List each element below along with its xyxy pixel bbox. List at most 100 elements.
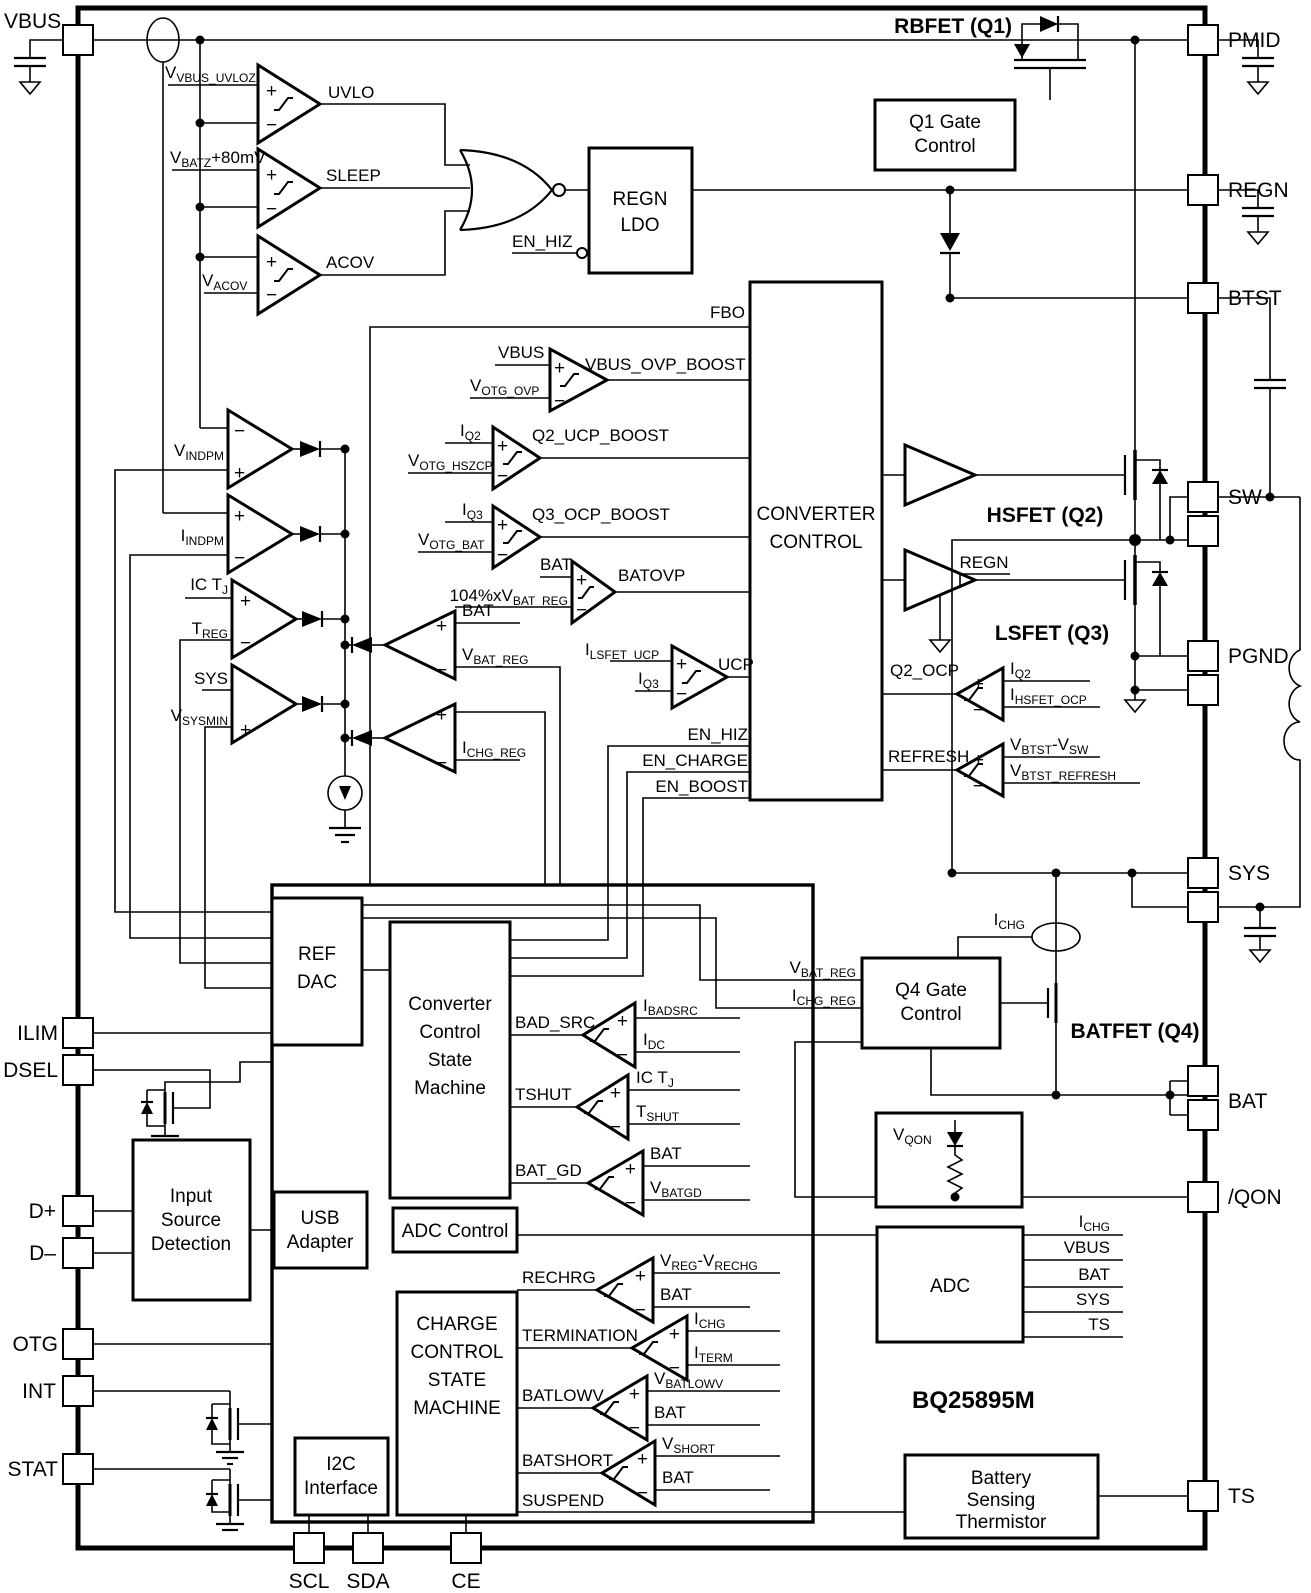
pin-ts: [1187, 1480, 1219, 1512]
svg-text:+: +: [617, 1011, 628, 1032]
v-batgd-label: VBATGD: [650, 1178, 702, 1200]
svg-text:−: −: [625, 1193, 636, 1214]
blocks: [131, 98, 1100, 1540]
conv-sm-label-4: Machine: [414, 1078, 486, 1099]
en-hiz-ldo-label: EN_HIZ: [512, 232, 572, 251]
t-shut-label: TSHUT: [636, 1102, 680, 1124]
pin-label-ilim: ILIM: [17, 1022, 58, 1045]
block-labels: REGN LDO Q1 Gate Control CONVERTER CONTR…: [151, 112, 1047, 1533]
i-indpm-label: IINDPM: [181, 526, 224, 548]
svg-text:+: +: [637, 1449, 648, 1470]
vqon-block: [874, 1111, 1024, 1209]
svg-text:+: +: [497, 436, 508, 457]
i2c-label-1: I2C: [326, 1454, 356, 1475]
converter-control-block: [748, 280, 884, 802]
i-q3-ucp-label: IQ3: [638, 669, 659, 691]
ucp-label: UCP: [718, 655, 754, 674]
pin-sw-2: [1187, 515, 1219, 547]
pin-stat: [62, 1453, 94, 1485]
svg-text:+: +: [497, 515, 508, 536]
pin-label-regn: REGN: [1228, 179, 1289, 202]
ic-outline: [75, 5, 1208, 1551]
i2c-label-2: Interface: [304, 1478, 378, 1499]
suspend-label: SUSPEND: [522, 1491, 604, 1510]
pins: [62, 24, 1219, 1564]
charge-sm-label-1: CHARGE: [416, 1314, 497, 1335]
pin-label-otg: OTG: [13, 1333, 59, 1356]
svg-text:−: −: [973, 776, 984, 797]
pin-sw-1: [1187, 481, 1219, 513]
v-otg-hszcp-label: VOTG_HSZCP: [408, 451, 493, 473]
q1-gate-control-block: [873, 98, 1017, 172]
batlowv-label: BATLOWV: [522, 1386, 605, 1405]
regulation-loop-amplifiers: [114, 407, 561, 989]
pin-label-qon: /QON: [1228, 1186, 1282, 1209]
isd-label-1: Input: [170, 1186, 213, 1207]
battery-thermistor-block: [903, 1453, 1100, 1540]
comparator-signs: +− +− +− −+ +− +− + +− +− +− +− +− +− +−…: [234, 81, 984, 1504]
adc-label: ADC: [930, 1276, 970, 1297]
pin-label-dminus: D–: [29, 1242, 56, 1265]
pin-scl: [293, 1532, 325, 1564]
converter-control-wires: [362, 326, 862, 1009]
bat-amp-label: BAT: [462, 601, 494, 620]
fet-labels: RBFET (Q1) HSFET (Q2) LSFET (Q3) BATFET …: [894, 15, 1199, 1043]
qon-pullup: [946, 1120, 964, 1197]
pin-label-sw: SW: [1228, 486, 1262, 509]
svg-text:+: +: [240, 591, 251, 612]
adc-control-block: [391, 1206, 519, 1254]
v-bat-reg-amp-label: VBAT_REG: [462, 645, 528, 667]
tshut-label: TSHUT: [515, 1085, 572, 1104]
external-components: [1218, 39, 1303, 964]
batfet-label: BATFET (Q4): [1070, 1020, 1199, 1043]
adc-control-label: ADC Control: [402, 1221, 509, 1242]
i-chg-sense-label: ICHG: [994, 910, 1025, 932]
boost-protection-comparators: [408, 346, 750, 711]
adc-sys-label: SYS: [1076, 1290, 1110, 1309]
q4-gate-label-1: Q4 Gate: [895, 980, 967, 1001]
i-dc-label: IDC: [643, 1030, 665, 1052]
v-vbus-uvloz-label: VVBUS_UVLOZ: [165, 63, 256, 85]
usb-adapter-label-1: USB: [300, 1208, 339, 1229]
v-otg-ovp-label: VOTG_OVP: [470, 376, 539, 398]
pin-label-dplus: D+: [29, 1200, 56, 1223]
i-term-label: ITERM: [694, 1343, 733, 1365]
converter-control-label-1: CONVERTER: [757, 504, 876, 525]
pin-ilim: [62, 1017, 94, 1049]
svg-text:+: +: [973, 674, 984, 695]
v-btst-vsw-label: VBTST-VSW: [1010, 735, 1089, 757]
conv-sm-label-2: Control: [419, 1022, 480, 1043]
converter-control-label-2: CONTROL: [770, 532, 863, 553]
svg-text:−: −: [610, 1117, 621, 1138]
regn-ldo-block: [587, 146, 694, 275]
charge-sm-label-4: MACHINE: [413, 1398, 501, 1419]
uvlo-label: UVLO: [328, 83, 374, 102]
svg-text:+: +: [234, 506, 245, 527]
i-badsrc-label: IBADSRC: [643, 996, 698, 1018]
signal-labels: VVBUS_UVLOZ VBATZ+80mV VACOV UVLO SLEEP …: [165, 63, 1116, 1510]
adc-ts-label: TS: [1088, 1315, 1110, 1334]
isd-label-2: Source: [161, 1210, 221, 1231]
i-q3-boost-label: IQ3: [462, 500, 483, 522]
pin-bat-1: [1187, 1065, 1219, 1097]
v-otg-bat-label: VOTG_BAT: [418, 530, 485, 552]
lsfet-label: LSFET (Q3): [995, 622, 1109, 645]
svg-text:−: −: [554, 391, 565, 412]
input-source-detection-block: [131, 1138, 252, 1302]
adc-bat-label: BAT: [1078, 1265, 1110, 1284]
svg-text:−: −: [637, 1483, 648, 1504]
svg-text:−: −: [497, 466, 508, 487]
pin-labels: VBUS ILIM DSEL D+ D– OTG INT STAT SCL SD…: [3, 10, 1289, 1593]
bat-gd-bat-label: BAT: [650, 1144, 682, 1163]
pin-label-dsel: DSEL: [3, 1059, 58, 1082]
i-hsfet-ocp-label: IHSFET_OCP: [1010, 685, 1087, 707]
svg-text:+: +: [635, 1266, 646, 1287]
pin-label-scl: SCL: [289, 1570, 330, 1593]
en-hiz-label: EN_HIZ: [688, 725, 748, 744]
pin-regn: [1187, 174, 1219, 206]
pin-sys-2: [1187, 891, 1219, 923]
pin-qon: [1187, 1181, 1219, 1213]
q2-ucp-boost-label: Q2_UCP_BOOST: [532, 426, 669, 445]
